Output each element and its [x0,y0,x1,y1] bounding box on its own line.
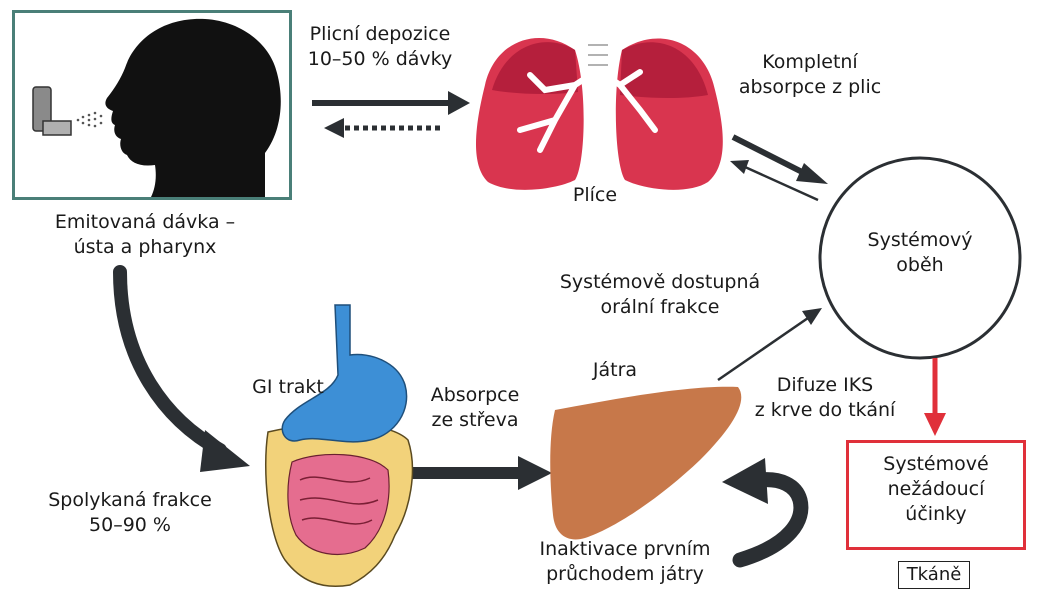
inhalation-panel [12,10,292,200]
arrow-to-adverse-effects [924,358,946,436]
tissues-label: Tkáně [898,561,970,589]
arrow-first-pass [722,458,801,560]
arrow-from-lungs-dotted [324,118,440,138]
arrow-swallowed [120,272,250,472]
liver-label: Játra [575,358,655,383]
liver-icon [550,387,741,540]
emitted-dose-label: Emitovaná dávka –ústa a pharynx [30,210,260,260]
aerosol-spray-icon [73,105,113,135]
intestines-icon [266,424,413,587]
stomach-icon [282,305,406,442]
lungs-icon [476,20,723,190]
gi-tract-label: GI trakt [238,375,338,400]
lungs-label: Plíce [555,183,635,208]
arrow-to-lungs [312,91,470,115]
